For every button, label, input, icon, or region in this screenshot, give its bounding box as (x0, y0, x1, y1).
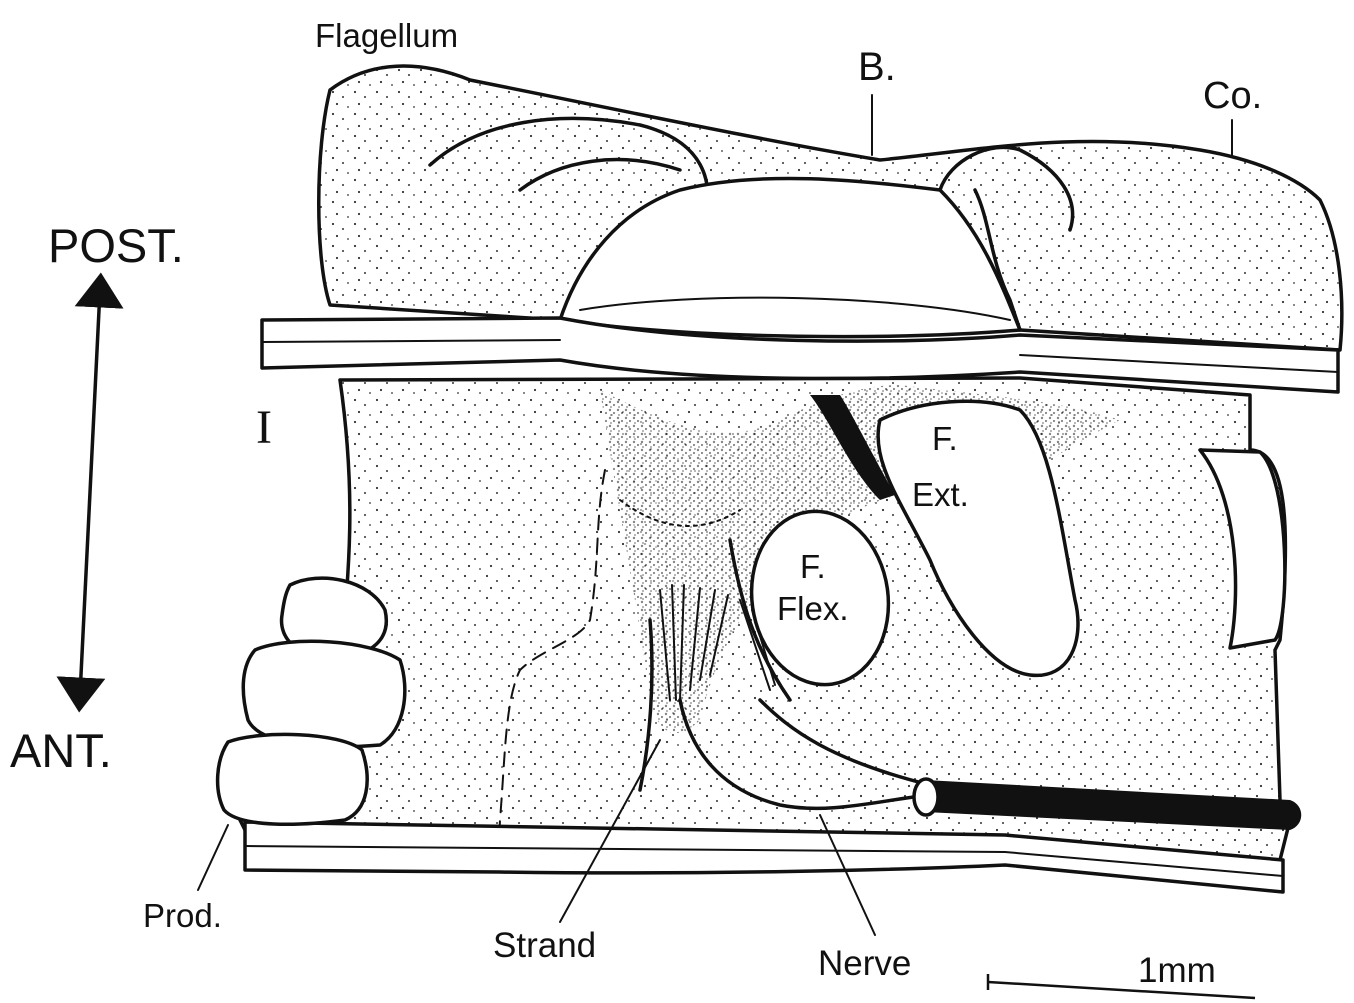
label-post: POST. (48, 219, 184, 272)
label-nerve: Nerve (818, 944, 911, 983)
nerve-cut-end (914, 779, 938, 815)
label-strand: Strand (493, 926, 596, 965)
label-flagellum: Flagellum (315, 17, 458, 54)
label-ant: ANT. (10, 724, 112, 777)
label-f-ext-2: Ext. (912, 476, 969, 513)
upper-segment (319, 66, 1342, 350)
label-f-ext-1: F. (932, 420, 958, 457)
label-prod: Prod. (143, 897, 222, 934)
label-co: Co. (1203, 75, 1262, 117)
axis-arrow (80, 290, 100, 695)
label-f-flex-2: Flex. (777, 590, 849, 627)
label-b: B. (858, 45, 896, 89)
label-scale: 1mm (1138, 951, 1216, 990)
label-segment-i: I (256, 401, 272, 454)
label-f-flex-1: F. (800, 548, 826, 585)
